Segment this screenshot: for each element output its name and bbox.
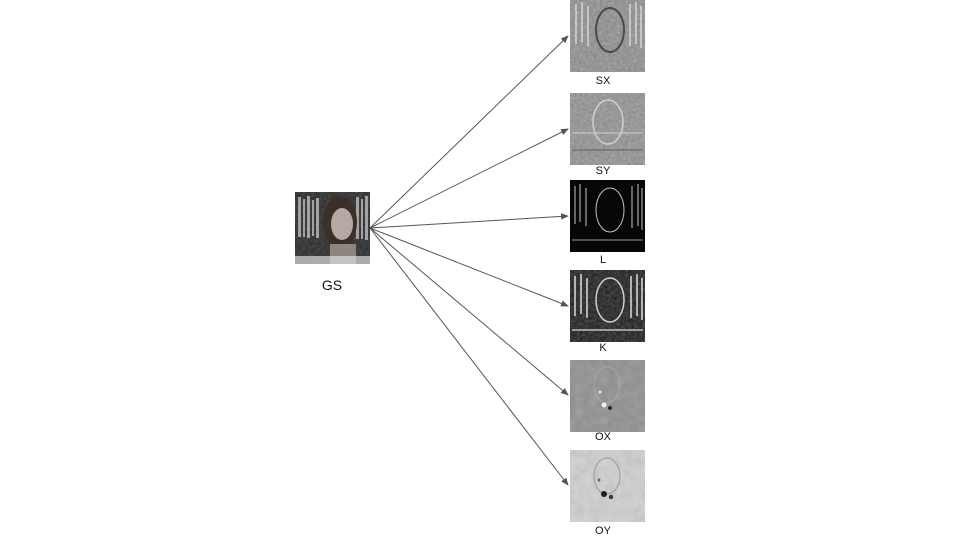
k-label: K — [599, 342, 607, 354]
sx-label: SX — [595, 75, 611, 87]
l-label: L — [599, 254, 607, 266]
arrow-to-ox — [369, 227, 569, 396]
ox-label: OX — [595, 431, 611, 443]
arrow-to-sx — [369, 35, 569, 229]
arrows — [369, 35, 569, 486]
k-image — [570, 270, 645, 342]
gs-label: GS — [321, 277, 343, 293]
sx-image — [570, 0, 645, 72]
arrow-to-oy — [369, 227, 569, 486]
oy-image — [570, 450, 645, 522]
oy-label: OY — [595, 525, 611, 537]
arrow-to-sy — [369, 128, 569, 229]
gs-image — [295, 192, 370, 264]
ox-image — [570, 360, 645, 432]
l-image — [570, 180, 645, 252]
sy-image — [570, 93, 645, 165]
sy-label: SY — [595, 165, 611, 177]
arrow-to-l — [369, 213, 569, 229]
arrow-to-k — [369, 227, 569, 307]
